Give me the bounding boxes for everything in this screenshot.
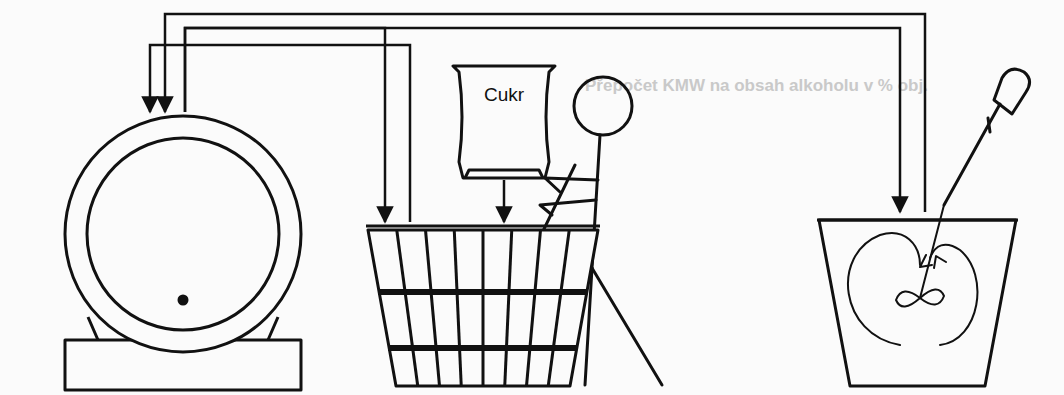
- mixer-shaft: [988, 118, 990, 132]
- swirl-arrow: [930, 245, 977, 345]
- flow-arrow: [503, 180, 506, 222]
- mixer-shaft: [944, 104, 1000, 205]
- show-through-text: Přepočet KMW na obsah alkoholu v % obj.: [585, 76, 928, 96]
- wine-barrel: [58, 112, 308, 392]
- flow-arrow: [165, 14, 925, 212]
- jar-outline: [445, 62, 563, 180]
- person-leg: [592, 268, 662, 385]
- swirl-arrow: [848, 233, 920, 345]
- swirl-arrow: [934, 256, 946, 268]
- node-label: Cukr: [445, 84, 563, 106]
- tub-outline: [362, 222, 607, 390]
- mixer-paddle: [896, 289, 944, 306]
- flow-arrow: [185, 28, 900, 212]
- person-arm: [540, 200, 596, 215]
- sugar-container: Cukr: [445, 62, 563, 180]
- swirl-arrow: [920, 255, 932, 267]
- flow-arrow: [185, 28, 385, 222]
- person-head: [574, 77, 632, 135]
- flow-arrow: [150, 45, 410, 222]
- mixer-handle: [994, 69, 1030, 114]
- mixing-bucket: [815, 212, 1020, 390]
- bucket-outline: [815, 212, 1020, 390]
- wooden-tub: [362, 222, 607, 390]
- barrel-outline: [58, 112, 308, 392]
- person-arm: [545, 178, 598, 192]
